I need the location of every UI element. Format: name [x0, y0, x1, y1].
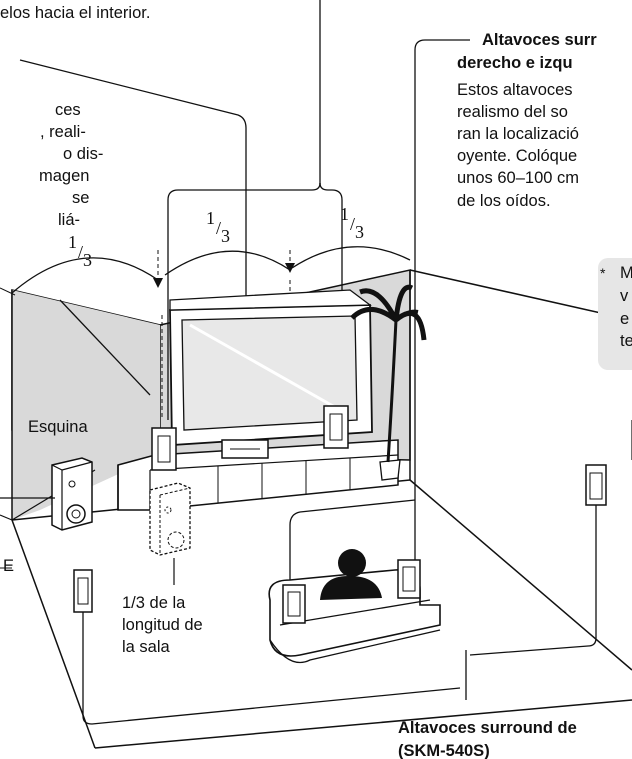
surround-speaker-sofa-left	[282, 584, 306, 624]
left-fragment-6: liá-	[58, 211, 81, 229]
surround-body-1: Estos altavoces	[457, 81, 573, 99]
surround-body-3: ran la localizació	[457, 125, 579, 143]
floor-left-edge	[11, 519, 96, 749]
note-asterisk: *	[600, 265, 606, 281]
note-line-4: te	[620, 332, 632, 350]
back-wall-left-side	[12, 290, 160, 520]
surround-speaker-sofa-right	[397, 559, 421, 599]
one-third-label-2: longitud de	[122, 616, 203, 634]
note-box	[598, 258, 632, 370]
listener	[320, 549, 382, 600]
left-fragment-1: ces	[55, 101, 81, 119]
e-letter: E	[3, 557, 15, 575]
back-surround-model: (SKM-540S)	[398, 742, 490, 759]
subwoofer-corner	[51, 457, 93, 531]
third-arc-3	[291, 246, 411, 269]
note-line-2: v	[620, 287, 629, 305]
surround-body-2: realismo del so	[457, 103, 568, 121]
floor-right-edge	[409, 479, 632, 671]
left-fragment-3: o dis-	[63, 145, 104, 163]
left-fragment-4: magen	[39, 167, 90, 185]
surround-right-speaker	[585, 464, 607, 506]
left-fragment-2: , reali-	[40, 123, 86, 141]
corner-label: Esquina	[28, 418, 88, 436]
note-line-3: e	[620, 310, 630, 328]
subwoofer-dashed	[149, 482, 191, 556]
one-third-label-3: la sala	[122, 638, 170, 656]
surround-body-6: de los oídos.	[457, 192, 551, 210]
surround-body-5: unos 60–100 cm	[457, 169, 580, 187]
third-arc-1	[11, 257, 159, 294]
surround-title-1: Altavoces surr	[482, 31, 597, 49]
top-text: elos hacia el interior.	[0, 4, 151, 22]
note-line-1: M	[620, 264, 632, 282]
left-fragment-5: se	[72, 189, 90, 207]
surround-body-4: oyente. Colóque	[457, 147, 578, 165]
surround-title-2: derecho e izqu	[457, 54, 573, 72]
back-surround-title: Altavoces surround de	[398, 719, 577, 737]
floor-front-edge	[94, 699, 632, 749]
plant	[350, 284, 427, 481]
third-arc-2	[164, 250, 291, 276]
surround-left-rear-speaker	[73, 569, 93, 613]
one-third-label-1: 1/3 de la	[122, 594, 186, 612]
